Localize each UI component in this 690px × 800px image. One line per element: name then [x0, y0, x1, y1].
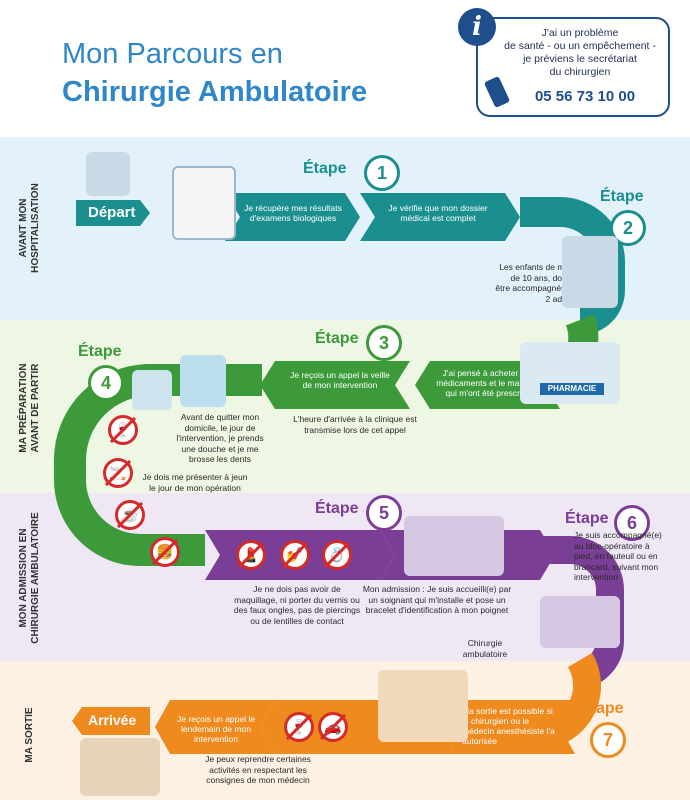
- etape-4-number: 4: [88, 365, 124, 401]
- etape-7-label: Étape: [580, 700, 624, 717]
- etape-5-number: 5: [366, 495, 402, 531]
- parents-illustration: [562, 236, 618, 308]
- chevron-7a: [440, 700, 575, 754]
- surgery-illustration: [540, 596, 620, 648]
- text-7c: Je peux reprendre certaines activités en…: [205, 754, 311, 785]
- text-4b: Je dois me présenter à jeun le jour de m…: [142, 472, 248, 493]
- chevron-3b: [260, 361, 410, 409]
- arrivee-label: Arrivée: [88, 712, 137, 728]
- clipboard-illustration: [172, 166, 236, 240]
- info-text: J'ai un problème de santé - ou un empêch…: [500, 27, 660, 79]
- depart-chevron: [76, 200, 150, 226]
- page-title-line1: Mon Parcours en: [62, 38, 283, 70]
- text-6a: Je suis accompagné(e) au bloc-opératoire…: [574, 530, 662, 582]
- info-icon: i: [458, 8, 496, 46]
- text-3c: L'heure d'arrivée à la clinique est tran…: [293, 414, 417, 435]
- shower-illustration: [180, 355, 226, 407]
- info-line3: je préviens le secrétariat: [523, 53, 637, 65]
- text-3a: J'ai pensé à acheter les médicaments et …: [436, 368, 538, 398]
- no-driving-icon: 🚗: [318, 712, 348, 742]
- info-line1: J'ai un problème: [541, 27, 619, 39]
- family-illustration: [86, 152, 130, 196]
- path-curve-orange: [552, 652, 601, 743]
- no-alcohol-icon: 🍷: [108, 415, 138, 445]
- etape-3-label: Étape: [315, 330, 359, 347]
- info-phone: 05 56 73 10 00: [534, 88, 636, 105]
- etape-1-label: Étape: [303, 160, 347, 177]
- text-4a: Avant de quitter mon domicile, le jour d…: [176, 412, 264, 464]
- depart-label: Départ: [88, 204, 136, 221]
- etape-1-number: 1: [364, 155, 400, 191]
- no-coffee-icon: ☕: [115, 500, 145, 530]
- no-jewelry-icon: 💍: [322, 540, 352, 570]
- etape-2-label: Étape: [600, 188, 644, 205]
- admission-illustration: [404, 516, 504, 576]
- info-line2: de santé - ou un empêchement -: [504, 40, 656, 52]
- no-makeup-icon: 💄: [236, 540, 266, 570]
- no-nail-polish-icon: 💅: [280, 540, 310, 570]
- text-5a: Je ne dois pas avoir de maquillage, ni p…: [233, 584, 361, 626]
- no-alcohol-icon-2: 🍷: [284, 712, 314, 742]
- cafe-illustration: [80, 738, 160, 796]
- info-line4: du chirurgien: [549, 66, 611, 78]
- pharmacy-sign: PHARMACIE: [540, 383, 604, 395]
- etape-4-label: Étape: [78, 343, 122, 360]
- text-1a: Je récupère mes résultats d'examens biol…: [244, 203, 342, 223]
- etape-5-label: Étape: [315, 500, 359, 517]
- no-smoking-icon: 🚬: [103, 458, 133, 488]
- discharge-illustration: [378, 670, 468, 742]
- text-3b: Je reçois un appel la veille de mon inte…: [290, 370, 390, 390]
- no-food-icon: 🍔: [150, 537, 180, 567]
- text-6b: Chirurgie ambulatoire: [462, 638, 508, 659]
- etape-6-label: Étape: [565, 510, 609, 527]
- text-5b: Mon admission : Je suis accueilli(e) par…: [362, 584, 512, 615]
- etape-3-number: 3: [366, 325, 402, 361]
- brushing-illustration: [132, 370, 172, 410]
- chevron-1b: [360, 193, 520, 241]
- chevron-1a: [225, 193, 360, 241]
- arrivee-chevron: [72, 707, 150, 735]
- text-7b: Je reçois un appel le lendemain de mon i…: [177, 714, 255, 744]
- page-title-line2: Chirurgie Ambulatoire: [62, 76, 368, 108]
- etape-7-number: 7: [590, 722, 626, 758]
- text-1b: Je vérifie que mon dossier médical est c…: [388, 203, 488, 223]
- chevron-7c: [155, 700, 275, 754]
- text-7a: Ma sortie est possible si le chirurgien …: [462, 706, 555, 746]
- etape-6-number: 6: [614, 505, 650, 541]
